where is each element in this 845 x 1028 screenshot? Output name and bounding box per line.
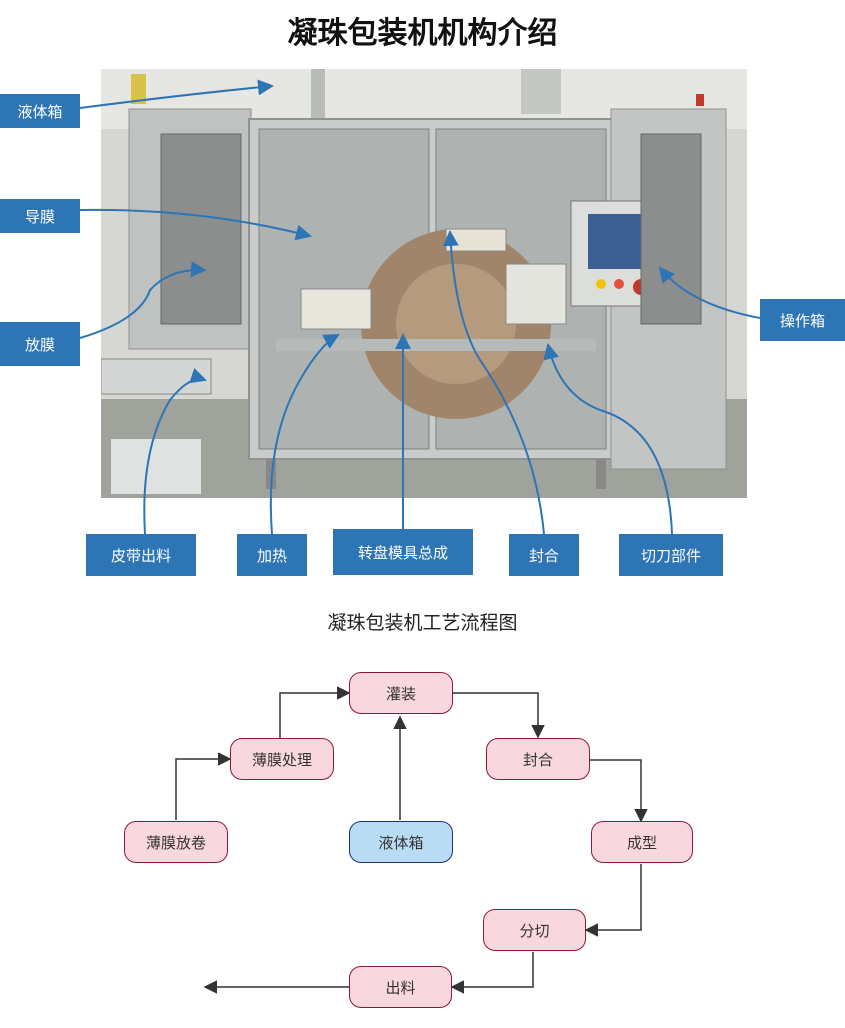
flow-title: 凝珠包装机工艺流程图 bbox=[327, 612, 518, 634]
callout-film-guide: 导膜 bbox=[0, 199, 80, 233]
flow-node-filling: 灌装 bbox=[349, 672, 453, 714]
callout-liquid-tank: 液体箱 bbox=[0, 94, 80, 128]
callout-control-box: 操作箱 bbox=[760, 299, 845, 341]
flow-node-cutting: 分切 bbox=[483, 909, 586, 951]
callout-heating: 加热 bbox=[237, 534, 307, 576]
callout-belt-output: 皮带出料 bbox=[86, 534, 196, 576]
callout-film-release: 放膜 bbox=[0, 322, 80, 366]
flow-node-film-unwind: 薄膜放卷 bbox=[124, 821, 228, 863]
callout-sealing: 封合 bbox=[509, 534, 579, 576]
flow-node-sealing: 封合 bbox=[486, 738, 590, 780]
callout-turntable-mold: 转盘模具总成 bbox=[333, 529, 473, 575]
page-title: 凝珠包装机机构介绍 bbox=[287, 16, 558, 51]
flow-node-discharge: 出料 bbox=[349, 966, 452, 1008]
callout-cutter: 切刀部件 bbox=[619, 534, 723, 576]
flow-node-liquid-tank: 液体箱 bbox=[349, 821, 453, 863]
flow-node-forming: 成型 bbox=[591, 821, 693, 863]
flow-node-film-process: 薄膜处理 bbox=[230, 738, 334, 780]
machine-photo bbox=[101, 69, 747, 498]
